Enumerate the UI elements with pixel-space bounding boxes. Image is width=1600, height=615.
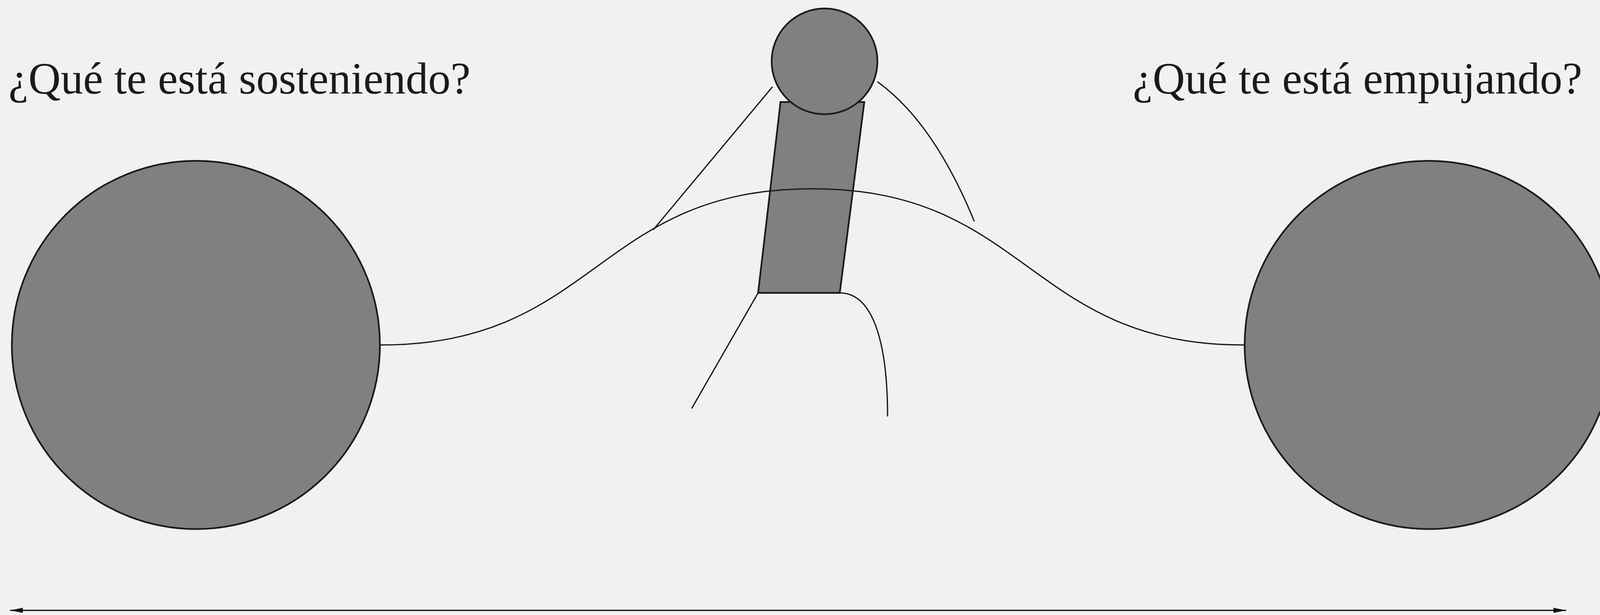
question-heading: ¿Qué te está sosteniendo?: [8, 56, 471, 102]
leg-line: [839, 292, 888, 417]
question-heading: ¿Qué te está empujando?: [1132, 56, 1583, 102]
circle-node: ¿Qué te está empujando?: [1243, 159, 1600, 530]
body-shape: [758, 101, 865, 293]
head-shape: [771, 8, 878, 115]
circle-outline: [10, 159, 381, 530]
circle-shape: [1244, 160, 1600, 529]
leg-line: [691, 292, 759, 409]
circle-shape: [11, 160, 380, 529]
arm-line: [877, 81, 975, 222]
double-arrow: [10, 609, 1567, 611]
rope-connector: [380, 188, 1244, 345]
arm-line: [653, 86, 773, 230]
circle-outline: [1243, 159, 1600, 530]
circle-node: ¿Qué te está sosteniendo?: [10, 159, 381, 530]
